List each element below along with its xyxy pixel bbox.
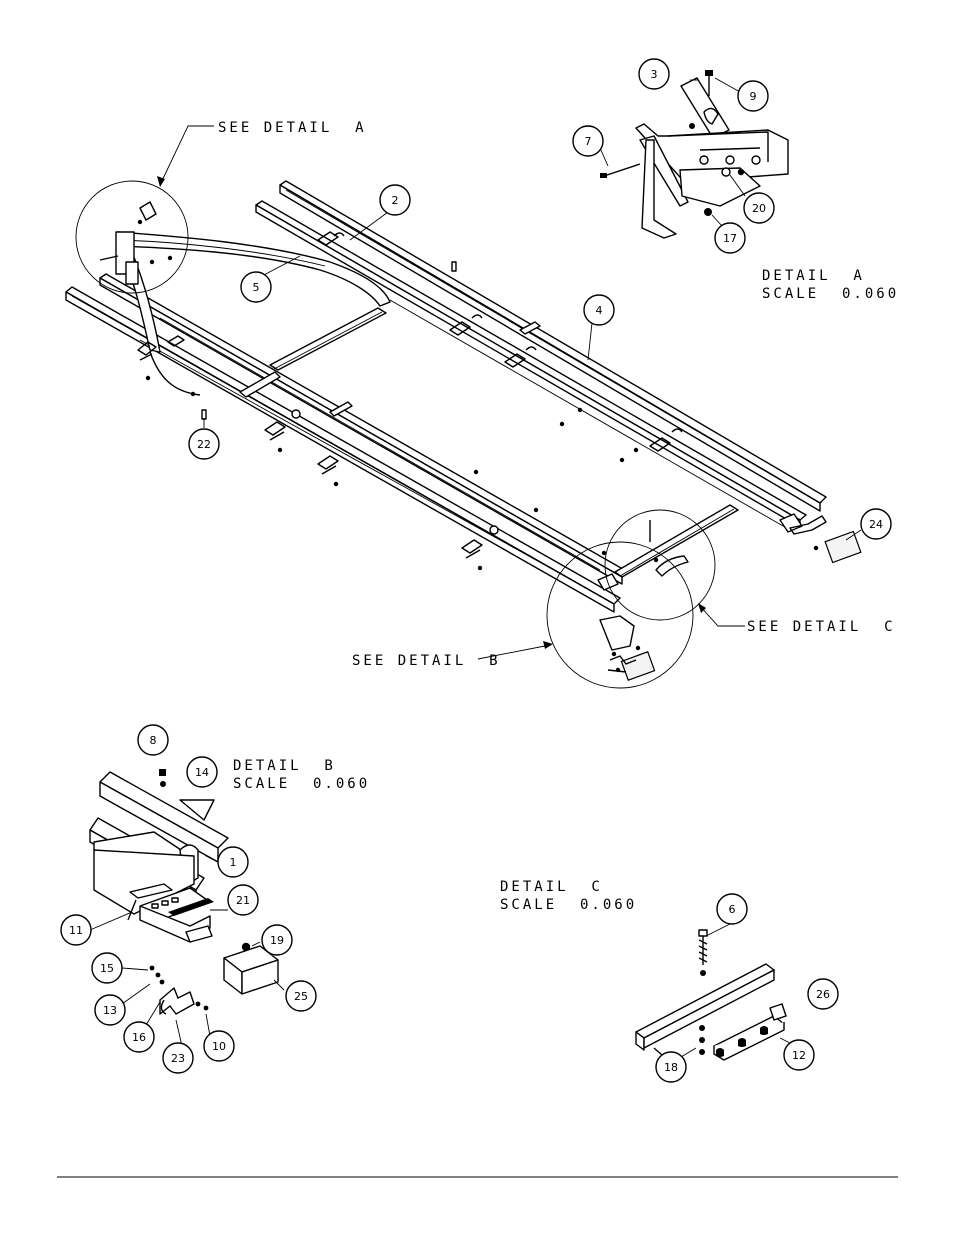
rear-end-hardware — [599, 515, 862, 681]
cross-members — [239, 307, 739, 578]
svg-text:7: 7 — [585, 135, 592, 148]
balloon-15: 15 — [91, 952, 123, 984]
svg-text:13: 13 — [103, 1004, 117, 1017]
balloon-17: 17 — [714, 222, 746, 254]
detail-b-title: DETAIL B — [233, 758, 336, 774]
svg-text:10: 10 — [212, 1040, 226, 1053]
svg-text:11: 11 — [69, 924, 83, 937]
svg-text:18: 18 — [664, 1061, 678, 1074]
svg-text:9: 9 — [750, 90, 757, 103]
fastener-dots — [99, 201, 819, 673]
rail-brackets — [137, 231, 803, 591]
svg-text:24: 24 — [869, 518, 883, 531]
balloon-12: 12 — [783, 1039, 815, 1071]
detail-b-callout-circle — [546, 541, 694, 689]
balloon-20: 20 — [743, 192, 775, 224]
svg-text:16: 16 — [132, 1031, 146, 1044]
detail-a-drawing — [599, 70, 789, 239]
svg-text:22: 22 — [197, 438, 211, 451]
balloon-5: 5 — [240, 271, 272, 303]
svg-text:23: 23 — [171, 1052, 185, 1065]
left-rail — [65, 273, 629, 613]
svg-text:12: 12 — [792, 1049, 806, 1062]
svg-text:5: 5 — [253, 281, 260, 294]
detail-b-scale: SCALE 0.060 — [233, 776, 371, 792]
balloon-8: 8 — [137, 724, 169, 756]
detail-a-title: DETAIL A — [762, 268, 865, 284]
svg-text:15: 15 — [100, 962, 114, 975]
detail-c-callout-circle — [604, 509, 716, 621]
see-detail-c-note: SEE DETAIL C — [747, 619, 896, 635]
balloon-6: 6 — [716, 893, 748, 925]
svg-text:1: 1 — [230, 856, 237, 869]
detail-c-scale: SCALE 0.060 — [500, 897, 638, 913]
balloon-25: 25 — [285, 980, 317, 1012]
svg-text:6: 6 — [729, 903, 736, 916]
svg-text:20: 20 — [752, 202, 766, 215]
svg-text:26: 26 — [816, 988, 830, 1001]
balloon-18: 18 — [655, 1051, 687, 1083]
right-rail — [255, 180, 827, 531]
svg-text:2: 2 — [392, 194, 399, 207]
svg-text:3: 3 — [651, 68, 658, 81]
detail-c-drawing — [635, 922, 805, 1063]
svg-text:17: 17 — [723, 232, 737, 245]
balloon-11: 11 — [60, 914, 92, 946]
balloon-23: 23 — [162, 1042, 194, 1074]
balloon-4: 4 — [583, 294, 615, 326]
see-detail-a-note: SEE DETAIL A — [218, 120, 367, 136]
svg-text:19: 19 — [270, 934, 284, 947]
balloon-3: 3 — [638, 58, 670, 90]
detail-b-drawing — [89, 769, 285, 1047]
balloon-1: 1 — [217, 846, 249, 878]
balloon-26: 26 — [807, 978, 839, 1010]
balloon-16: 16 — [123, 1021, 155, 1053]
main-frame-assembly — [65, 125, 862, 689]
balloon-22: 22 — [188, 428, 220, 460]
svg-text:4: 4 — [596, 304, 603, 317]
svg-text:14: 14 — [195, 766, 209, 779]
svg-text:21: 21 — [236, 894, 250, 907]
balloon-24: 24 — [860, 508, 892, 540]
callout-leaders — [157, 125, 862, 660]
svg-text:25: 25 — [294, 990, 308, 1003]
detail-a-scale: SCALE 0.060 — [762, 286, 900, 302]
svg-text:8: 8 — [150, 734, 157, 747]
balloon-19: 19 — [261, 924, 293, 956]
detail-c-title: DETAIL C — [500, 879, 603, 895]
see-detail-b-note: SEE DETAIL B — [352, 653, 501, 669]
balloon-21: 21 — [227, 884, 259, 916]
balloon-7: 7 — [572, 125, 604, 157]
balloon-2: 2 — [379, 184, 411, 216]
balloon-9: 9 — [737, 80, 769, 112]
balloons: 2 4 5 22 24 3 9 7 20 17 8 14 1 21 11 19 … — [60, 58, 892, 1083]
curved-nose-frame — [115, 231, 391, 396]
detail-a-callout-circle — [75, 180, 189, 294]
balloon-10: 10 — [203, 1030, 235, 1062]
balloon-13: 13 — [94, 994, 126, 1026]
balloon-14: 14 — [186, 756, 218, 788]
